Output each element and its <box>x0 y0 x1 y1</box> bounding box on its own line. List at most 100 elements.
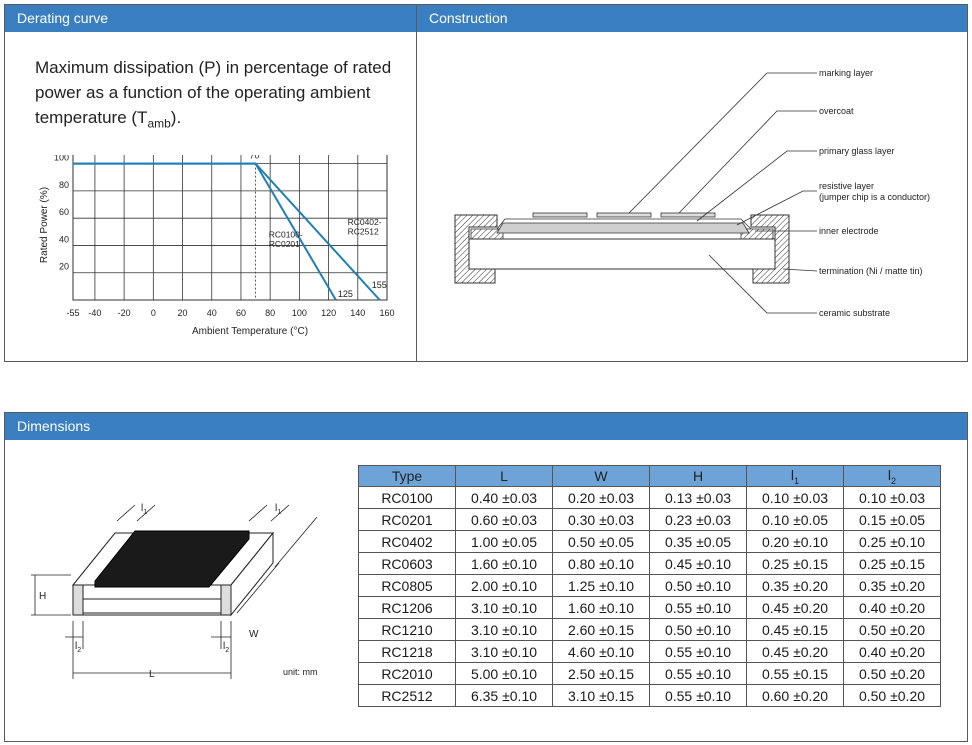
table-cell: 0.20 ±0.03 <box>552 486 650 509</box>
table-cell: 0.50 ±0.10 <box>649 574 747 597</box>
col-header: L <box>455 465 553 487</box>
table-cell: 5.00 ±0.10 <box>455 662 553 685</box>
annotation-155: 155 <box>372 280 387 290</box>
x-tick-label: -55 <box>66 308 79 318</box>
table-cell: 3.10 ±0.10 <box>455 596 553 619</box>
table-cell: 0.40 ±0.20 <box>843 596 941 619</box>
x-tick-label: 40 <box>207 308 217 318</box>
dimension-lines <box>31 504 318 679</box>
x-tick-label: 60 <box>236 308 246 318</box>
series-label-0-line1: RC0100- <box>269 229 303 239</box>
chip-dimension-drawing: l1 l1 H l2 l2 W L unit: mm <box>31 503 318 680</box>
overcoat <box>496 218 752 230</box>
table-cell: 0.25 ±0.15 <box>746 552 844 575</box>
table-cell: 0.80 ±0.10 <box>552 552 650 575</box>
y-axis-title: Rated Power (%) <box>39 187 50 263</box>
dim-l2-right: l2 <box>223 641 229 654</box>
table-cell-type: RC0100 <box>358 486 456 509</box>
ceramic-substrate <box>468 238 776 270</box>
x-tick-label: 120 <box>321 308 336 318</box>
y-tick-label: 20 <box>59 262 69 272</box>
table-cell: 0.10 ±0.05 <box>746 508 844 531</box>
table-cell: 0.25 ±0.15 <box>843 552 941 575</box>
table-cell: 0.45 ±0.20 <box>746 596 844 619</box>
x-tick-label: 20 <box>178 308 188 318</box>
table-cell-type: RC1218 <box>358 640 456 663</box>
table-cell: 0.55 ±0.10 <box>649 596 747 619</box>
label-marking-layer: marking layer <box>819 68 873 78</box>
table-cell: 1.25 ±0.10 <box>552 574 650 597</box>
construction-panel: Construction <box>416 4 968 362</box>
table-cell: 0.45 ±0.15 <box>746 618 844 641</box>
plot-frame <box>72 155 388 301</box>
table-cell: 2.00 ±0.10 <box>455 574 553 597</box>
dimensions-header: Dimensions <box>5 413 967 440</box>
dim-W: W <box>249 629 259 640</box>
substrate-front <box>82 598 222 614</box>
label-inner-electrode: inner electrode <box>819 226 879 236</box>
x-tick-label: 140 <box>350 308 365 318</box>
table-cell: 0.40 ±0.03 <box>455 486 553 509</box>
x-tick-label: -40 <box>88 308 101 318</box>
table-cell: 0.50 ±0.05 <box>552 530 650 553</box>
table-cell: 0.40 ±0.20 <box>843 640 941 663</box>
col-header: W <box>552 465 650 487</box>
col-header: l2 <box>843 465 941 487</box>
series-line-1 <box>73 162 381 301</box>
table-cell: 0.30 ±0.03 <box>552 508 650 531</box>
table-cell-type: RC0603 <box>358 552 456 575</box>
table-cell: 0.13 ±0.03 <box>649 486 747 509</box>
table-cell: 0.15 ±0.05 <box>843 508 941 531</box>
table-cell: 0.45 ±0.20 <box>746 640 844 663</box>
col-header: H <box>649 465 747 487</box>
y-tick-label: 100 <box>54 155 69 163</box>
dimensions-panel: Dimensions l1 <box>4 412 968 742</box>
table-cell: 0.20 ±0.10 <box>746 530 844 553</box>
y-tick-label: 40 <box>59 234 69 244</box>
marking-segment-1 <box>532 212 588 218</box>
inner-electrode-left <box>470 228 504 240</box>
x-tick-label: -20 <box>118 308 131 318</box>
annotation-70: 70 <box>250 155 260 161</box>
table-cell: 0.50 ±0.20 <box>843 662 941 685</box>
table-cell: 0.50 ±0.20 <box>843 684 941 707</box>
table-cell: 2.50 ±0.15 <box>552 662 650 685</box>
table-cell: 0.25 ±0.10 <box>843 530 941 553</box>
table-cell: 1.60 ±0.10 <box>552 596 650 619</box>
x-tick-label: 0 <box>151 308 156 318</box>
x-tick-label: 160 <box>379 308 394 318</box>
table-cell: 0.10 ±0.03 <box>843 486 941 509</box>
table-cell-type: RC0201 <box>358 508 456 531</box>
dim-l2-left: l2 <box>75 641 81 654</box>
series-label-1-line2: RC2512 <box>348 227 379 237</box>
table-cell-type: RC2512 <box>358 684 456 707</box>
resistive-layer <box>496 222 750 234</box>
termination-front-left <box>72 584 84 616</box>
table-cell: 4.60 ±0.10 <box>552 640 650 663</box>
x-axis-title: Ambient Temperature (°C) <box>192 326 308 337</box>
desc-sub: amb <box>147 116 171 131</box>
col-header: l1 <box>746 465 844 487</box>
table-cell-type: RC1210 <box>358 618 456 641</box>
table-cell: 0.55 ±0.10 <box>649 662 747 685</box>
dim-H: H <box>39 591 46 602</box>
resistor-top-layer <box>94 530 250 588</box>
table-cell: 0.35 ±0.20 <box>843 574 941 597</box>
table-cell: 0.10 ±0.03 <box>746 486 844 509</box>
x-tick-label: 100 <box>292 308 307 318</box>
table-cell-type: RC0805 <box>358 574 456 597</box>
label-ceramic-substrate: ceramic substrate <box>819 308 890 318</box>
derating-panel: Derating curve Maximum dissipation (P) i… <box>4 4 417 362</box>
label-resistive-layer: resistive layer <box>819 181 874 191</box>
table-cell: 0.23 ±0.03 <box>649 508 747 531</box>
y-tick-label: 60 <box>59 207 69 217</box>
table-cell: 0.50 ±0.10 <box>649 618 747 641</box>
